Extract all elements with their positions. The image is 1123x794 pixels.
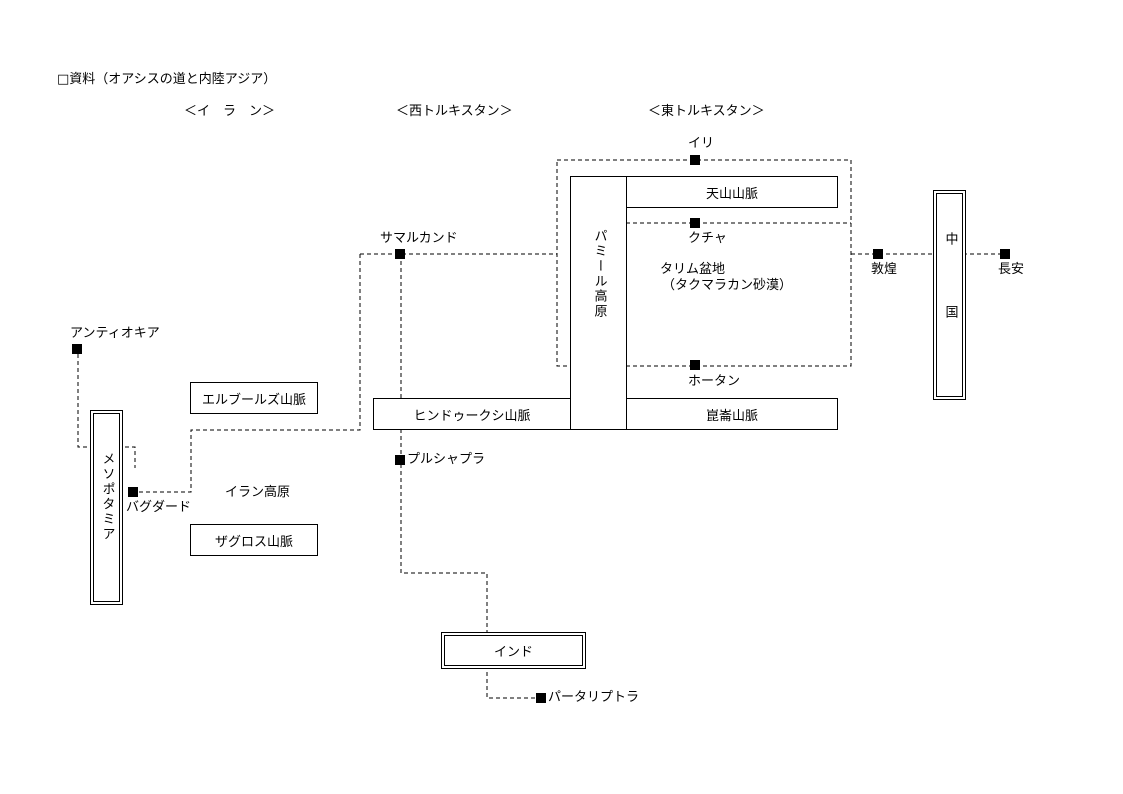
ili-label: イリ (688, 136, 715, 151)
china-label: 中国 (942, 232, 958, 378)
pataliputra-label: パータリプトラ (548, 690, 640, 705)
dunhuang-label: 敦煌 (871, 262, 898, 277)
pamir-plateau-box: パミール高原 (570, 176, 627, 430)
tianshan-label: 天山山脈 (705, 186, 758, 202)
zagros-mountains-box: ザグロス山脈 (190, 524, 318, 556)
ili-marker (690, 155, 700, 165)
baghdad-label: バグダード (126, 500, 192, 515)
taklamakan-label: （タクマラカン砂漠） (662, 278, 793, 293)
iran-plateau-label: イラン高原 (225, 485, 291, 500)
samarkand-marker (395, 249, 405, 259)
region-east-turkestan: ＜東トルキスタン＞ (648, 104, 765, 119)
samarkand-label: サマルカンド (380, 231, 458, 246)
zagros-label: ザグロス山脈 (214, 534, 293, 550)
hindukush-label: ヒンドゥークシ山脈 (413, 408, 531, 424)
route-samarkand-india (400, 254, 540, 699)
mesopotamia-label: メソポタミア (99, 452, 115, 542)
antioch-label: アンティオキア (70, 326, 160, 341)
region-iran: ＜イ ラ ン＞ (184, 104, 276, 119)
dunhuang-marker (873, 249, 883, 259)
hindukush-mountains-box: ヒンドゥークシ山脈 (373, 398, 571, 430)
kucha-label: クチャ (688, 231, 727, 246)
tarim-route-loop (556, 159, 852, 367)
antioch-marker (72, 344, 82, 354)
china-box: 中国 (933, 190, 966, 400)
pataliputra-marker (536, 693, 546, 703)
kunlun-label: 崑崙山脈 (705, 408, 758, 424)
pamir-label: パミール高原 (591, 229, 607, 319)
india-label: インド (493, 645, 533, 660)
page-title: □資料（オアシスの道と内陸アジア） (57, 72, 277, 87)
mesopotamia-box: メソポタミア (90, 410, 123, 605)
baghdad-marker (128, 487, 138, 497)
tianshan-mountains-box: 天山山脈 (626, 176, 838, 208)
khotan-marker (690, 360, 700, 370)
india-box: インド (441, 632, 586, 669)
kunlun-mountains-box: 崑崙山脈 (626, 398, 838, 430)
changan-marker (1000, 249, 1010, 259)
tarim-basin-label: タリム盆地 (660, 262, 726, 277)
purushapura-marker (395, 455, 405, 465)
khotan-label: ホータン (688, 374, 741, 389)
elburz-mountains-box: エルブールズ山脈 (190, 382, 318, 414)
region-west-turkestan: ＜西トルキスタン＞ (396, 104, 513, 119)
kucha-marker (690, 218, 700, 228)
purushapura-label: プルシャプラ (407, 452, 486, 467)
elburz-label: エルブールズ山脈 (201, 392, 306, 408)
route-samarkand-baghdad (138, 254, 361, 493)
changan-label: 長安 (998, 262, 1025, 277)
